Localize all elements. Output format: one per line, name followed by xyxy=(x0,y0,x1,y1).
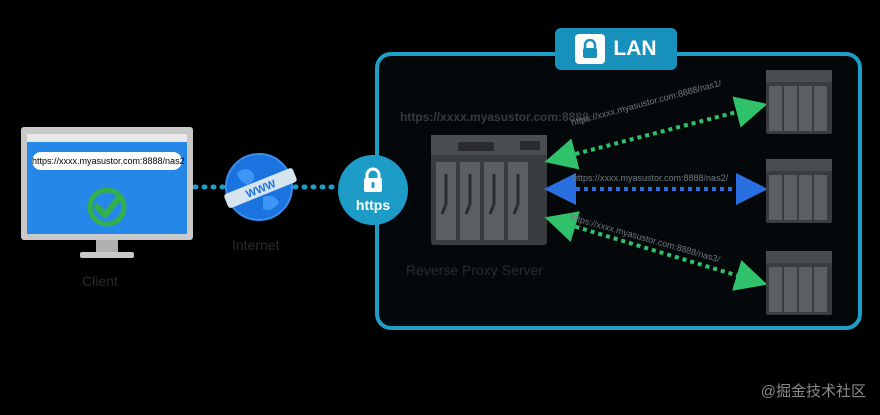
https-badge: https xyxy=(338,155,408,225)
lan-badge: LAN xyxy=(555,28,677,70)
client-monitor: https://xxxx.myasustor.com:8888/nas2 xyxy=(21,127,193,240)
nas3-icon xyxy=(766,251,832,315)
globe-icon: WWW xyxy=(224,153,297,221)
monitor-neck xyxy=(96,240,118,254)
arrow-nas3 xyxy=(544,211,768,291)
monitor-base xyxy=(80,252,134,258)
server-url-label: https://xxxx.myasustor.com:8888 xyxy=(400,110,589,124)
internet-label: Internet xyxy=(232,237,280,253)
nas1-icon xyxy=(766,70,832,134)
arrow-nas1 xyxy=(544,96,768,170)
server-label: Reverse Proxy Server xyxy=(406,262,543,278)
reverse-proxy-nas-icon xyxy=(431,135,547,245)
nas2-icon xyxy=(766,159,832,223)
padlock-icon xyxy=(364,167,382,192)
client-url-bar: https://xxxx.myasustor.com:8888/nas2 xyxy=(32,152,185,170)
browser-topbar xyxy=(27,134,187,142)
monitor-screen: https://xxxx.myasustor.com:8888/nas2 xyxy=(27,134,187,234)
client-label: Client xyxy=(82,273,118,289)
checkmark-icon xyxy=(87,187,127,227)
lan-label: LAN xyxy=(613,37,657,60)
lock-icon xyxy=(575,34,606,64)
nas2-url-label: https://xxxx.myasustor.com:8888/nas2/ xyxy=(573,173,729,183)
https-label: https xyxy=(355,197,391,213)
watermark: @掘金技术社区 xyxy=(760,383,866,400)
